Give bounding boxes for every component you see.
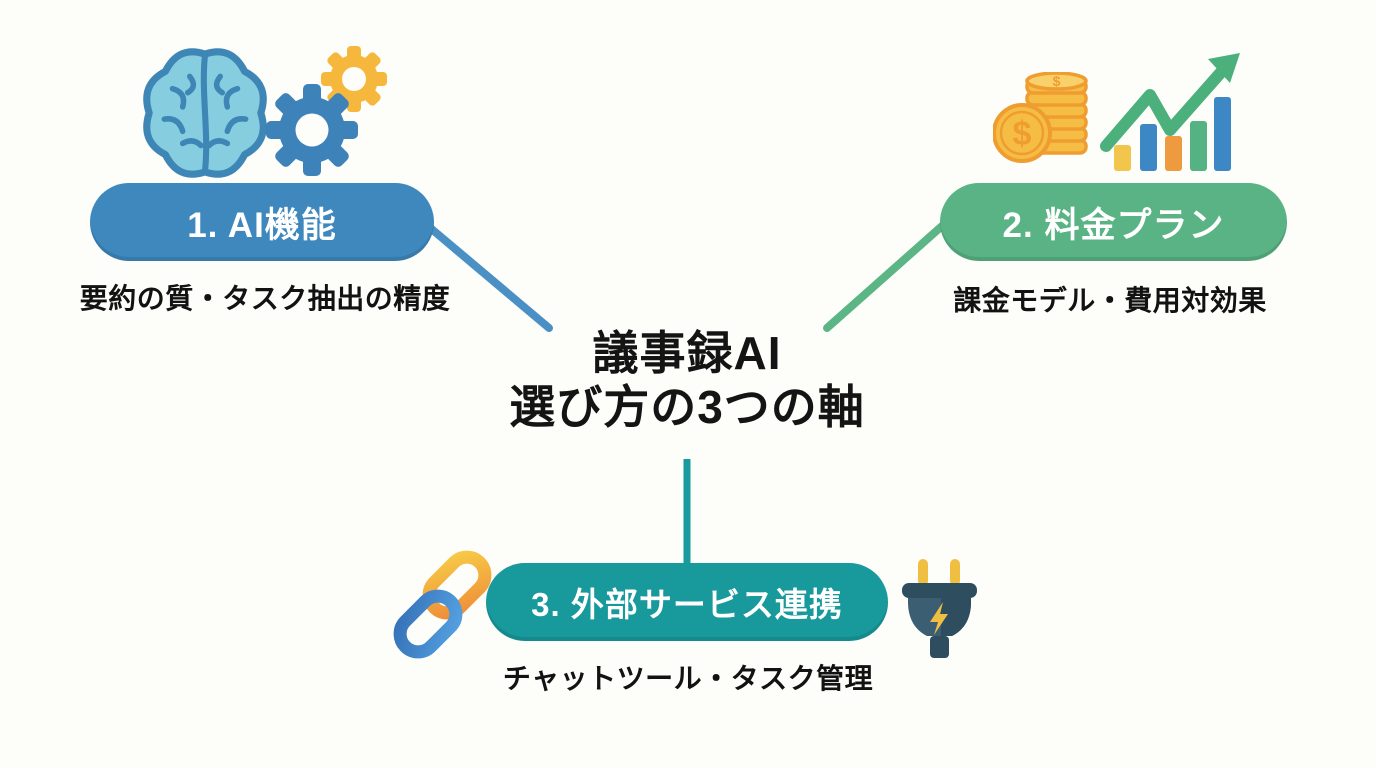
brain-icon [142, 46, 268, 180]
node-pill-pricing-label: 2. 料金プラン [1002, 205, 1225, 245]
svg-text:$: $ [1053, 73, 1061, 89]
node-pill-ai: 1. AI機能 [90, 183, 434, 261]
node-pill-pricing: 2. 料金プラン [940, 183, 1287, 261]
center-title-line1: 議事録AI [592, 327, 782, 379]
yellow-gear-icon [321, 46, 387, 112]
connector-pricing-line [823, 222, 946, 332]
growth-bar-chart-icon [1098, 48, 1243, 171]
center-title-line2: 選び方の3つの軸 [509, 381, 865, 433]
node-sublabel-ai: 要約の質・タスク抽出の精度 [79, 283, 451, 314]
node-pill-integration-label: 3. 外部サービス連携 [531, 586, 843, 623]
svg-text:$: $ [1013, 115, 1032, 153]
center-title: 議事録AI 選び方の3つの軸 [387, 326, 987, 434]
node-pill-integration: 3. 外部サービス連携 [486, 563, 888, 641]
dollar-coins-icon: $ $ [993, 72, 1088, 165]
connector-ai-line [424, 222, 553, 332]
blue-gear-icon [266, 84, 358, 176]
node-pill-ai-label: 1. AI機能 [187, 205, 337, 245]
power-plug-icon [897, 556, 985, 666]
node-sublabel-pricing: 課金モデル・費用対効果 [953, 285, 1267, 316]
chain-link-icon [388, 548, 497, 662]
gears-icon [266, 45, 400, 176]
node-sublabel-integration: チャットツール・タスク管理 [502, 663, 874, 694]
